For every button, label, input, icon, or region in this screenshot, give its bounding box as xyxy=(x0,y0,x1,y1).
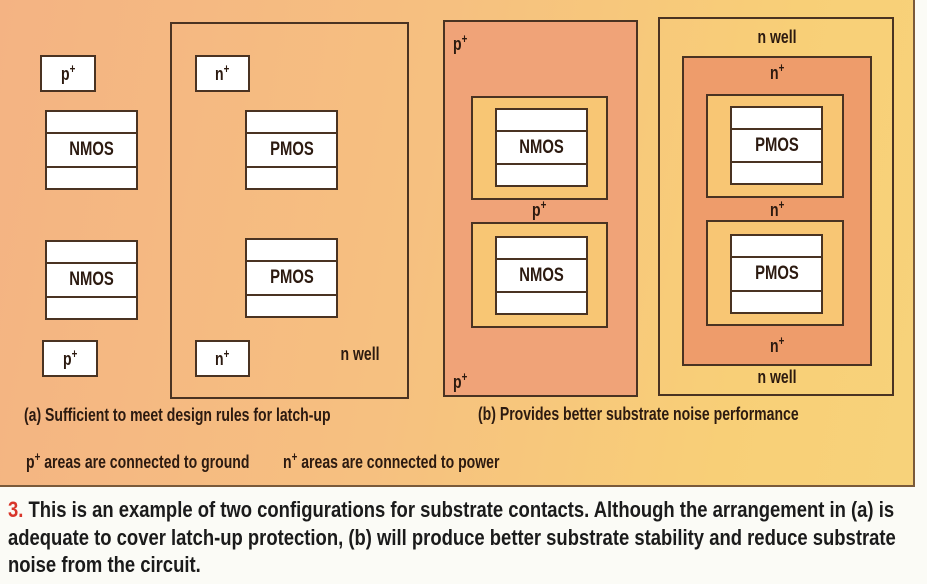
p-plus-label: p+ xyxy=(453,370,468,392)
p-plus-contact: p+ xyxy=(42,340,98,377)
nmos-transistor: NMOS xyxy=(495,236,588,315)
nmos-transistor: NMOS xyxy=(45,110,138,190)
n-well-label: n well xyxy=(757,367,797,387)
pmos-label: PMOS xyxy=(269,139,314,160)
figure-caption: 3. This is an example of two configurati… xyxy=(8,496,913,579)
n-plus-label: n+ xyxy=(215,62,230,84)
n-plus-contact: n+ xyxy=(195,340,250,377)
p-plus-label: p+ xyxy=(532,198,547,220)
n-well-region: n well xyxy=(170,22,409,399)
ground-note: p+ areas are connected to ground xyxy=(26,450,250,472)
p-substrate-region: p+ p+ xyxy=(443,20,638,397)
n-well-label: n well xyxy=(757,27,797,47)
n-plus-label: n+ xyxy=(215,347,230,369)
nmos-label: NMOS xyxy=(69,269,114,290)
diagram-panel: p+ NMOS NMOS p+ n well n+ PMOS PMOS n+ p… xyxy=(0,0,915,487)
p-plus-contact: p+ xyxy=(40,55,96,92)
pmos-transistor: PMOS xyxy=(245,238,338,318)
nmos-label: NMOS xyxy=(519,136,564,158)
pmos-transistor: PMOS xyxy=(245,110,338,190)
n-plus-label: n+ xyxy=(770,334,785,356)
figure-number: 3. xyxy=(8,497,24,522)
pmos-label: PMOS xyxy=(754,134,799,156)
caption-a: (a) Sufficient to meet design rules for … xyxy=(24,405,331,425)
p-plus-label: p+ xyxy=(62,347,78,369)
n-plus-label: n+ xyxy=(770,61,785,83)
caption-b: (b) Provides better substrate noise perf… xyxy=(478,404,799,424)
power-note: n+ areas are connected to power xyxy=(283,450,500,472)
n-well-label: n well xyxy=(340,344,380,364)
pmos-label: PMOS xyxy=(754,263,799,284)
nmos-transistor: NMOS xyxy=(45,240,138,320)
n-plus-contact: n+ xyxy=(195,55,250,92)
n-well-region: n well n well xyxy=(658,17,894,396)
pmos-transistor: PMOS xyxy=(730,234,823,314)
nmos-label: NMOS xyxy=(519,264,564,286)
nmos-label: NMOS xyxy=(69,139,114,160)
nmos-transistor: NMOS xyxy=(495,108,588,187)
pmos-transistor: PMOS xyxy=(730,106,823,185)
n-plus-label: n+ xyxy=(770,198,785,220)
p-plus-label: p+ xyxy=(60,62,76,84)
pmos-label: PMOS xyxy=(269,267,314,288)
caption-text: This is an example of two configurations… xyxy=(8,497,896,577)
p-plus-label: p+ xyxy=(453,32,468,54)
